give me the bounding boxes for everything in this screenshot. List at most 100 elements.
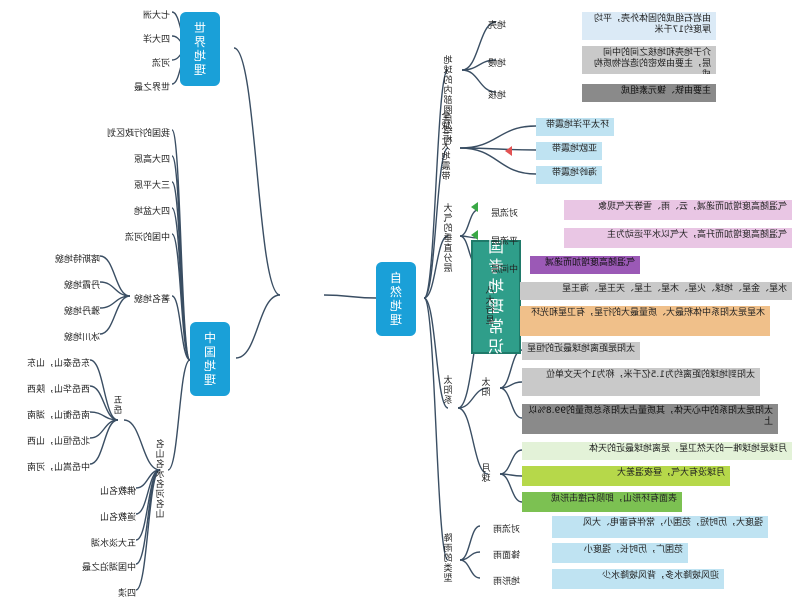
earth-layer-desc[interactable]: 由岩石组成的固体外壳，平均厚度约17千米 [582,12,716,40]
green-flag-icon [471,202,478,212]
planets-label[interactable]: 八大行星 [485,286,495,326]
moon-desc[interactable]: 月球没有大气，昼夜温差大 [522,466,730,486]
wuyue-item[interactable]: 东岳泰山，山东 [26,359,90,369]
wuyue-item[interactable]: 南岳衡山，湖南 [26,411,90,421]
earth-layer-label[interactable]: 地壳 [487,21,506,31]
moon-desc[interactable]: 表面有环形山，即陨石撞击形成 [522,492,682,512]
mountain-item[interactable]: 中国湖泊之最 [81,563,136,573]
moon-label[interactable]: 月球 [481,464,491,484]
link-nature-atmo [423,235,449,299]
link-wuyue [123,419,161,471]
atmosphere-desc[interactable]: 气温随高度增加而递减 [530,256,640,274]
sun-desc[interactable]: 太阳到地球的距离约为1.5亿千米，称为1个天文单位 [522,368,760,396]
world-item[interactable]: 河流 [151,59,170,69]
china-terrain-group[interactable]: 著名地貌 [133,295,170,305]
link-china-item [171,233,191,361]
link-root-nature [323,294,377,299]
belt-item[interactable]: 亚欧地震带 [536,142,602,160]
link-belt [459,147,537,175]
atmosphere-desc[interactable]: 气温随高度增加而升高，大气以水平运动为主 [564,228,792,248]
china-mountain-group[interactable]: 名山名水名河名山 [155,440,165,520]
branch-china[interactable]: 中国地理 [190,322,230,396]
link-wuyue-item [89,419,119,465]
sun-desc[interactable]: 太阳是太阳系的中心天体，其质量占太阳系总质量的99.8%以上 [522,404,778,434]
link-moon-desc [499,449,523,475]
rain-label[interactable]: 降雨的类型 [443,534,453,584]
belts-label[interactable]: 全球三大地震带 [441,112,451,182]
link-root-world [233,47,281,296]
mountain-item[interactable]: 四渎 [117,589,136,599]
wuyue-item[interactable]: 西岳华山，陕西 [26,385,90,395]
rain-type[interactable]: 地形雨 [492,577,520,587]
earth-layer-desc[interactable]: 主要由铁、镍元素组成 [582,84,716,102]
link-nature-rain [423,297,449,561]
atmosphere-desc[interactable]: 气温随高度增加而递减，云、雨、雪等天气现象 [564,200,792,220]
link-root-china [235,294,281,359]
branch-nature[interactable]: 自然地理 [376,262,416,336]
link-nature-belts [423,147,449,299]
terrain-item[interactable]: 雅丹地貌 [63,307,100,317]
green-flag-icon [471,230,478,240]
world-item[interactable]: 世界之最 [133,83,170,93]
terrain-item[interactable]: 丹霞地貌 [63,281,100,291]
moon-desc[interactable]: 月球是地球唯一的天然卫星，是离地球最近的天体 [522,442,792,460]
earth-layer-label[interactable]: 地幔 [487,59,506,69]
world-item[interactable]: 七大洲 [142,11,170,21]
red-flag-icon [505,146,512,156]
mountain-item[interactable]: 道教名山 [99,513,136,523]
link-rain-type [459,559,481,579]
mountain-item[interactable]: 佛教名山 [99,487,136,497]
link-rain-type [459,525,481,561]
link-nature-earth [423,69,449,299]
rain-desc[interactable]: 迎风坡降水多，背风坡降水少 [552,569,724,589]
mountain-item[interactable]: 五大淡水湖 [90,539,136,549]
planets-desc[interactable]: 木星是太阳系中体积最大、质量最大的行星，有卫星和光环 [520,306,770,336]
atmosphere-layer[interactable]: 平流层 [490,237,518,247]
link-sun [457,387,489,409]
link-mountain-item [135,469,161,591]
rain-type[interactable]: 锋面雨 [492,551,520,561]
link-sun-desc [499,387,523,419]
link-moon-desc [499,473,523,503]
china-item[interactable]: 中国的河流 [124,233,170,243]
link-china-mountains [167,359,191,471]
link-china-terrain [171,295,191,361]
rain-desc[interactable]: 强度大，历时短，范围小，常伴有雷电、大风 [552,516,768,538]
terrain-item[interactable]: 喀斯特地貌 [54,255,100,265]
branch-world[interactable]: 世界地理 [180,12,220,86]
sun-desc[interactable]: 太阳是距离地球最近的恒星 [522,342,640,360]
belt-item[interactable]: 海岭地震带 [536,166,602,184]
china-item[interactable]: 四大高原 [133,155,170,165]
link-terrain-item [99,295,131,335]
link-wuyue-item [89,385,119,421]
root-node[interactable]: 国考地理常识 [471,237,521,356]
terrain-item[interactable]: 冰川地貌 [63,333,100,343]
rain-type[interactable]: 对流雨 [492,525,520,535]
china-item[interactable]: 我国的行政区划 [106,129,170,139]
atmosphere-layer[interactable]: 中间层 [490,265,518,275]
link-nature-solar [423,297,449,409]
earth-layer-label[interactable]: 地核 [487,91,506,101]
wuyue-item[interactable]: 中岳嵩山，河南 [26,463,90,473]
link-earth-layer [461,21,497,71]
link-terrain-item [99,255,131,297]
planets-desc[interactable]: 水星、金星、地球、火星、木星、土星、天王星、海王星 [520,282,792,300]
wuyue-group[interactable]: 五岳 [113,396,123,416]
atmosphere-label[interactable]: 大气的垂直分层 [443,204,453,274]
link-earth-layer [461,69,497,93]
china-item[interactable]: 三大平原 [133,181,170,191]
solar-label[interactable]: 太阳系 [443,376,453,406]
link-atmo-layer [459,209,479,237]
atmosphere-layer[interactable]: 对流层 [490,209,518,219]
rain-desc[interactable]: 范围广，历时长，强度小 [552,543,688,563]
sun-label[interactable]: 太阳 [481,378,491,398]
world-item[interactable]: 四大洋 [142,35,170,45]
earth-layer-desc[interactable]: 介于地壳和地核之间的中间层，主要由致密的造岩物质构成 [582,46,716,74]
china-item[interactable]: 四大盆地 [133,207,170,217]
wuyue-item[interactable]: 北岳恒山，山西 [26,437,90,447]
link-moon [457,407,489,475]
belt-item[interactable]: 环太平洋地震带 [536,118,614,136]
